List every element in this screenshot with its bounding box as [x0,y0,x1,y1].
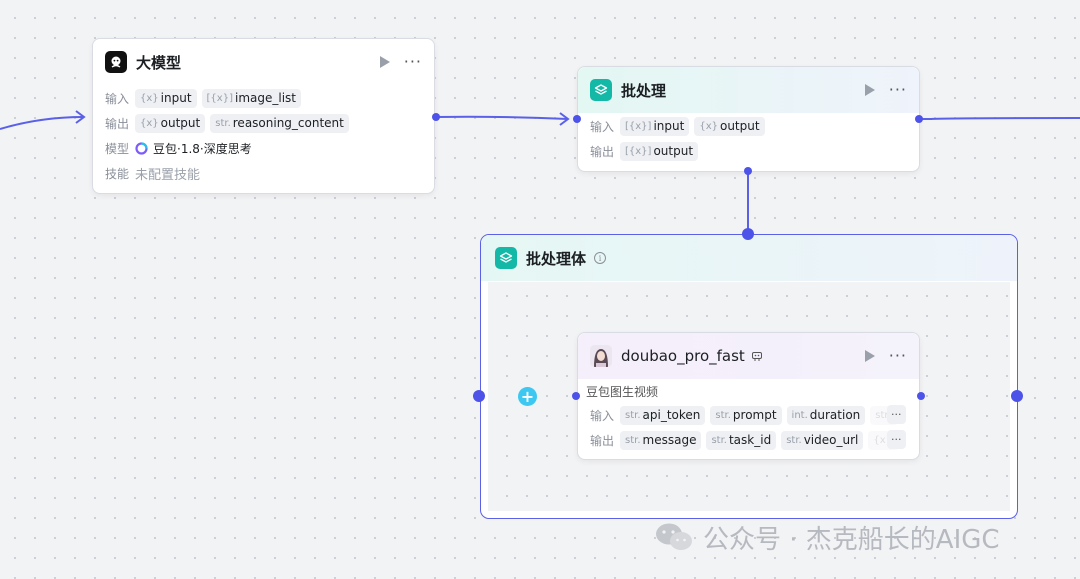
plugin-avatar-icon [590,345,612,367]
batch-body-title: 批处理体 [526,249,587,268]
llm-model-value[interactable]: 豆包·1.8·深度思考 [153,141,252,156]
plugin-input-row: 输入 str.api_token str.prompt int.duration… [590,405,903,425]
doubao-model-icon [135,141,148,155]
llm-skills-value[interactable]: 未配置技能 [135,167,201,183]
llm-run-button[interactable] [379,56,390,68]
plugin-output-tag[interactable]: str.video_url [781,430,864,450]
llm-node-title: 大模型 [136,53,182,72]
llm-skills-label: 技能 [105,166,130,181]
plugin-input-tag[interactable]: int.duration [786,405,866,425]
batch-output-row: 输出 [{x}]output [590,141,703,161]
plugin-output-label: 输出 [590,433,615,448]
plugin-run-button[interactable] [864,350,875,362]
plugin-inputs-more-button[interactable]: ··· [887,405,906,424]
llm-input-label: 输入 [105,91,130,106]
batch-node-title: 批处理 [621,81,667,100]
add-node-button[interactable]: + [518,387,537,406]
llm-input-row: 输入 {x}input [{x}]image_list [105,88,306,108]
plugin-description: 豆包图生视频 [586,384,659,399]
layers-icon [495,247,517,269]
llm-model-row: 模型 豆包·1.8·深度思考 [105,138,252,158]
llm-output-label: 输出 [105,116,130,131]
edge-batch-out [919,117,1080,120]
edge-arrow-batch [559,112,570,126]
llm-skills-row: 技能 未配置技能 [105,163,200,183]
llm-node[interactable]: 大模型 ··· 输入 {x}input [{x}]image_list 输出 {… [92,38,435,194]
layers-icon [590,79,612,101]
plugin-node-header[interactable]: doubao_pro_fast ··· [578,333,919,379]
plugin-output-tag[interactable]: str.task_id [706,430,777,450]
batch-node[interactable]: 批处理 ··· 输入 [{x}]input {x}output 输出 [{x}]… [577,66,920,172]
llm-output-tag[interactable]: str.reasoning_content [210,113,349,133]
batch-node-header[interactable]: 批处理 ··· [578,67,919,113]
plugin-icon [751,352,762,361]
plugin-node[interactable]: doubao_pro_fast ··· 豆包图生视频 输入 str.api_to… [577,332,920,460]
plugin-output-tag[interactable]: str.message [620,430,702,450]
watermark-text: 公众号 · 杰克船长的AIGC [703,524,1000,555]
edge-llm-to-batch [435,115,569,120]
batch-output-port[interactable] [915,115,923,123]
llm-node-header[interactable]: 大模型 ··· [93,39,434,85]
plugin-input-label: 输入 [590,408,615,423]
batch-body-right-port[interactable] [1011,390,1023,402]
plugin-description-row: 豆包图生视频 [586,381,658,401]
llm-input-tag[interactable]: {x}input [135,88,197,108]
watermark: 公众号 · 杰克船长的AIGC [653,519,1000,555]
batch-input-tag[interactable]: [{x}]input [620,116,690,136]
plugin-input-port[interactable] [572,392,580,400]
batch-input-row: 输入 [{x}]input {x}output [590,116,770,136]
batch-body-header[interactable]: 批处理体 i [481,235,1017,281]
plugin-outputs-more-button[interactable]: ··· [887,430,906,449]
batch-run-button[interactable] [864,84,875,96]
plugin-node-title: doubao_pro_fast [621,347,745,365]
batch-output-label: 输出 [590,144,615,159]
info-icon[interactable]: i [594,252,607,264]
plugin-output-row: 输出 str.message str.task_id str.video_url… [590,430,904,450]
llm-output-tag[interactable]: {x}output [135,113,206,133]
edge-arrow-llm [75,110,86,124]
edge-into-llm [0,116,85,130]
plugin-output-port[interactable] [917,392,925,400]
batch-body-top-port[interactable] [742,228,754,240]
plugin-input-tag[interactable]: str.api_token [620,405,706,425]
wechat-logo-icon [656,523,692,550]
plugin-input-tag[interactable]: str.prompt [710,405,782,425]
plugin-more-button[interactable]: ··· [888,346,907,365]
llm-input-tag[interactable]: [{x}]image_list [201,88,301,108]
llm-output-port[interactable] [432,113,440,121]
batch-output-tag[interactable]: [{x}]output [620,141,699,161]
llm-node-icon [105,51,127,73]
batch-bottom-port[interactable] [744,167,752,175]
batch-input-tag[interactable]: {x}output [694,116,765,136]
batch-body-left-port[interactable] [473,390,485,402]
llm-output-row: 输出 {x}output str.reasoning_content [105,113,354,133]
llm-model-label: 模型 [105,141,130,156]
batch-input-port[interactable] [573,115,581,123]
llm-more-button[interactable]: ··· [403,52,422,71]
batch-input-label: 输入 [590,119,615,134]
batch-more-button[interactable]: ··· [888,80,907,99]
